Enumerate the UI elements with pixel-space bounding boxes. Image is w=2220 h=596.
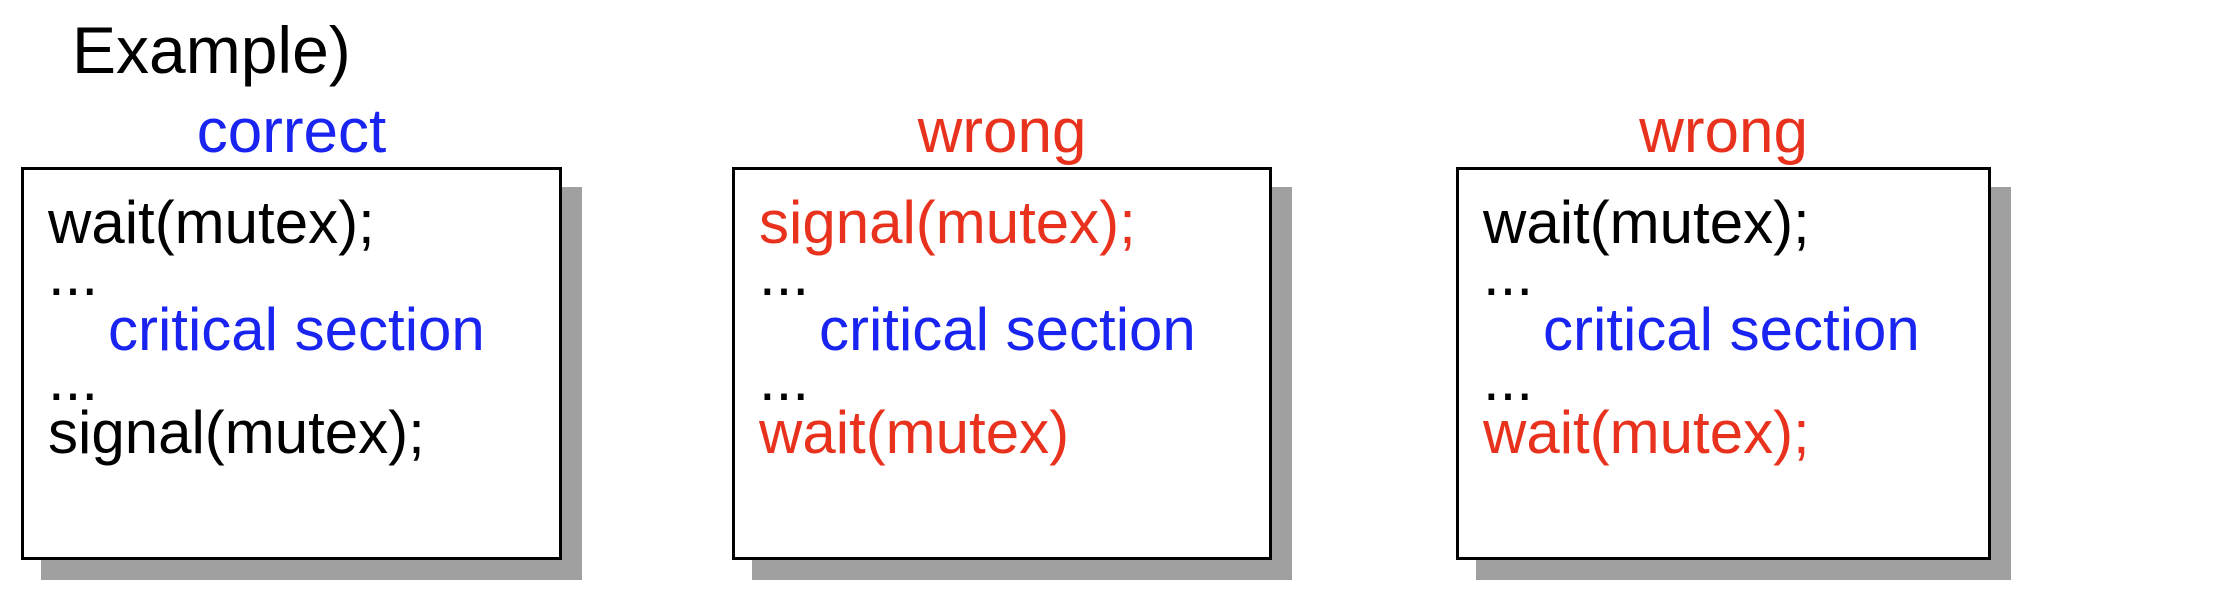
panel-label-correct: correct	[196, 97, 387, 166]
code-box: signal(mutex);...critical section...wait…	[732, 167, 1272, 560]
code-line: ...	[759, 346, 810, 413]
example-title: Example)	[72, 13, 351, 87]
code-line: wait(mutex)	[759, 399, 1070, 466]
code-line: critical section	[108, 296, 485, 363]
panel-label-wrong: wrong	[917, 97, 1087, 166]
code-line: critical section	[1543, 296, 1920, 363]
code-line: signal(mutex);	[759, 189, 1136, 256]
code-line: ...	[759, 241, 810, 308]
code-line: ...	[48, 241, 99, 308]
code-line: ...	[48, 346, 99, 413]
panel-label-wrong: wrong	[1639, 97, 1808, 166]
code-line: ...	[1483, 346, 1534, 413]
code-line: critical section	[819, 296, 1196, 363]
code-box: wait(mutex);...critical section...wait(m…	[1456, 167, 1991, 560]
code-line: signal(mutex);	[48, 399, 425, 466]
code-line: wait(mutex);	[1483, 189, 1810, 256]
code-line: ...	[1483, 241, 1534, 308]
code-line: wait(mutex);	[48, 189, 375, 256]
code-line: wait(mutex);	[1483, 399, 1810, 466]
code-box: wait(mutex);...critical section...signal…	[21, 167, 562, 560]
